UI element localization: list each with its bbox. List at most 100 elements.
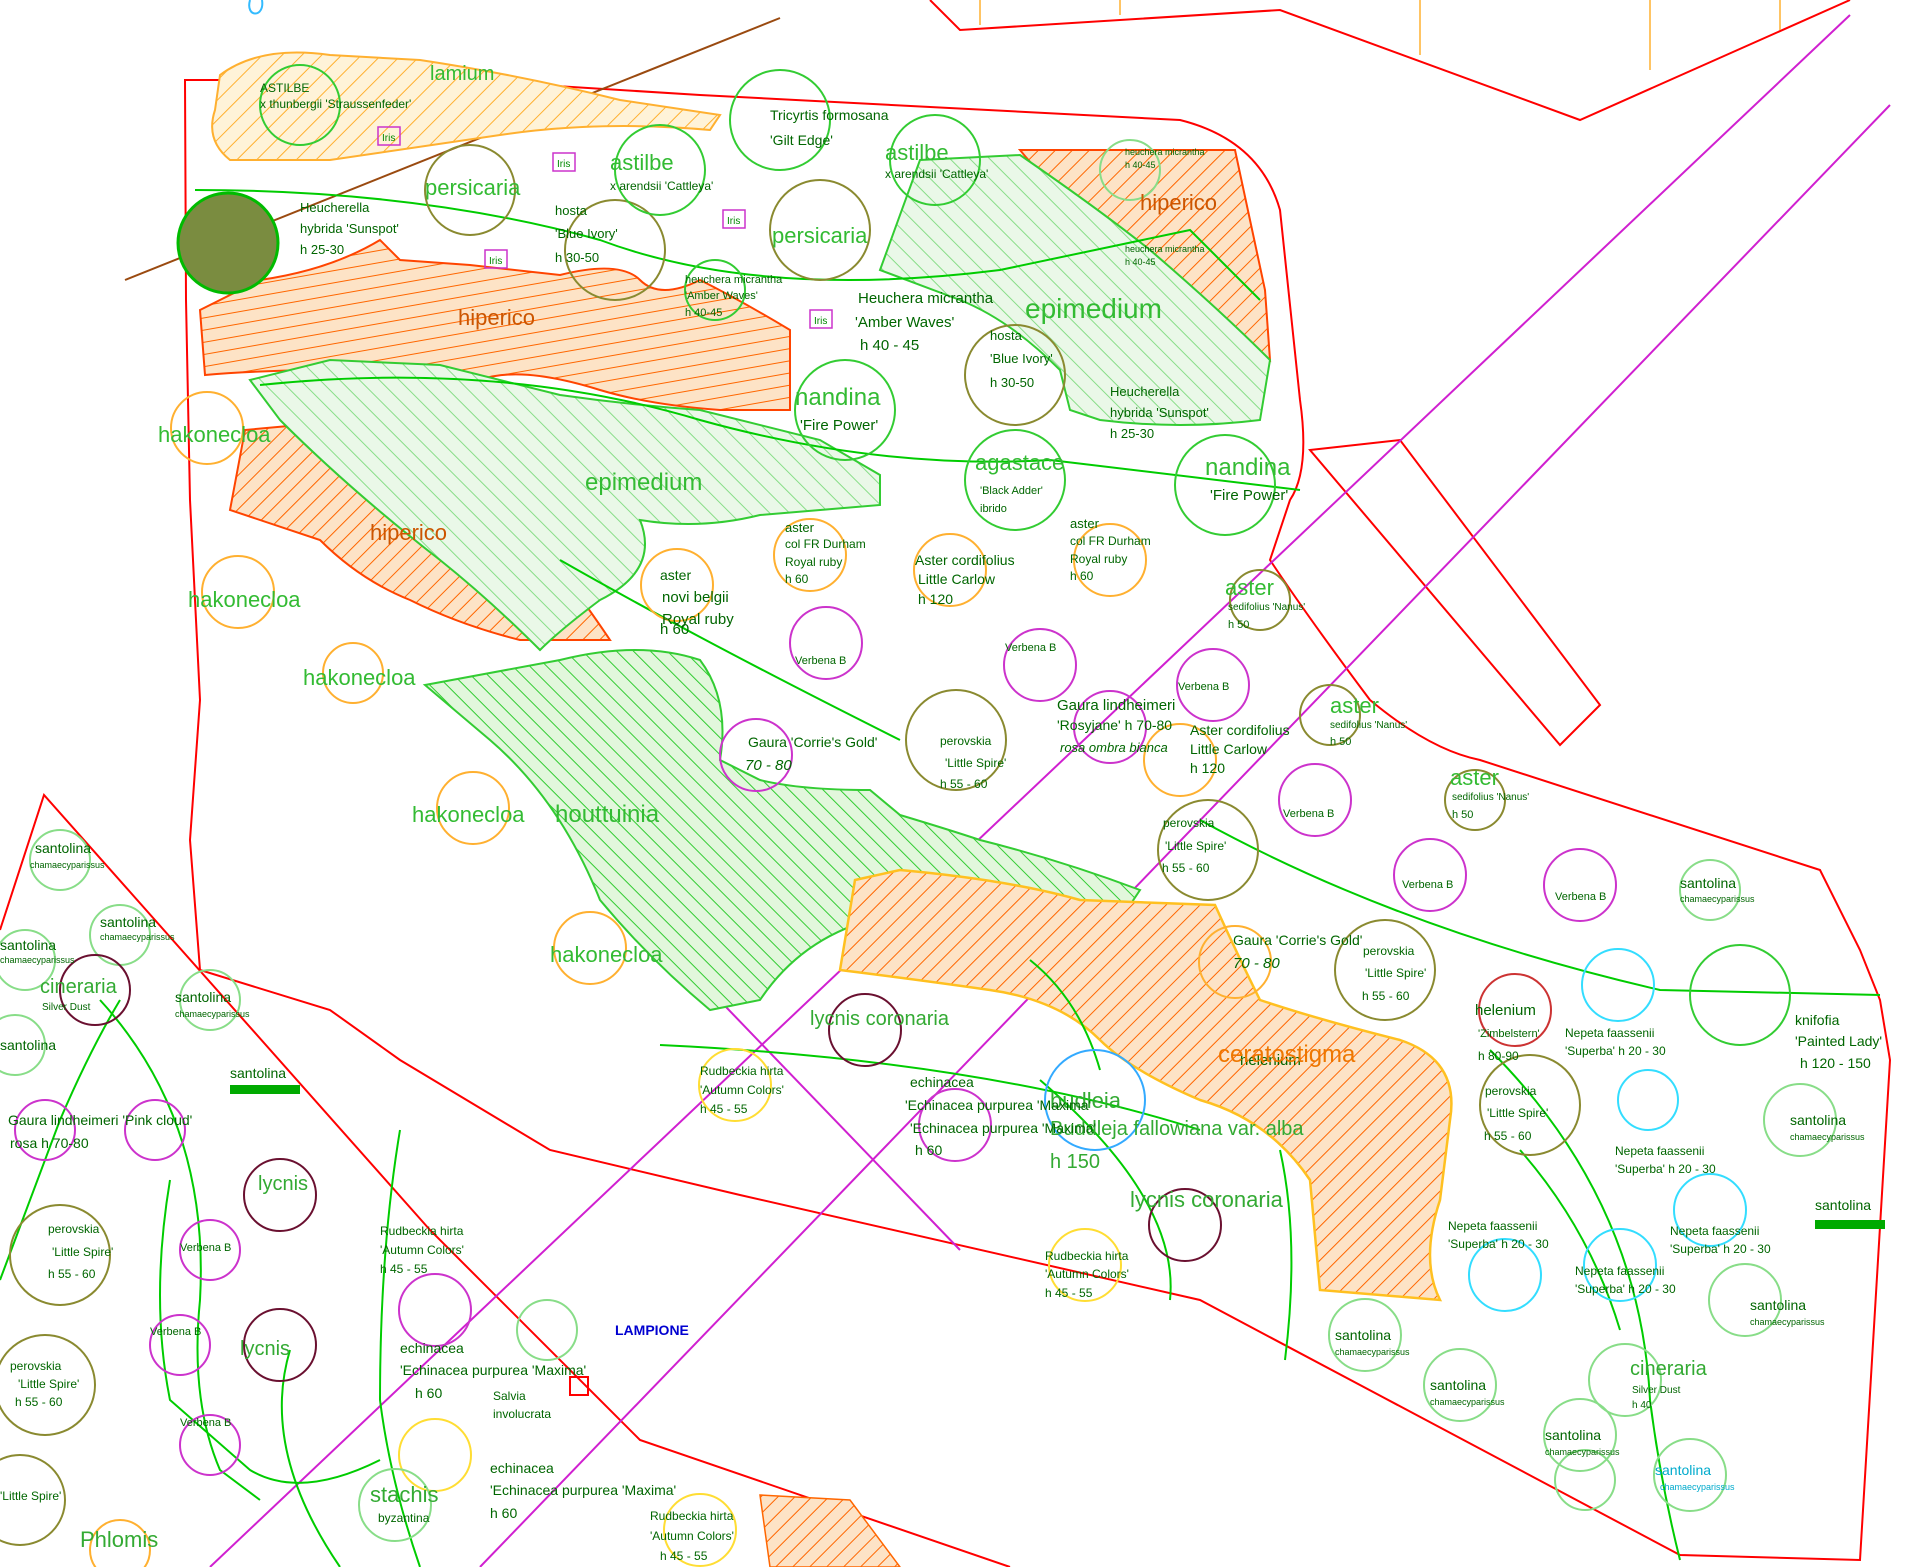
label-aster-height: h 50 [1330,736,1351,748]
label-aster-cordifolius-cultivar: Little Carlow [1190,741,1268,757]
label-aster: aster [1070,516,1100,531]
label-nandina-cultivar: 'Fire Power' [1210,487,1288,504]
label-aster-height: h 50 [1228,619,1249,631]
label-cineraria-height: h 40 [1632,1400,1652,1411]
label-hakonechloa: hakonecloa [188,587,301,612]
label-nepeta-cultivar: 'Superba' h 20 - 30 [1615,1162,1716,1176]
plant-labels: lamium ASTILBE x thunbergii 'Straussenfe… [0,63,1882,1563]
label-rudbeckia: Rudbeckia hirta [380,1224,464,1238]
label-perovskia-height: h 55 - 60 [48,1267,96,1281]
label-gaura-lindheimeri-cultivar: 'Rosyjane' h 70-80 [1057,717,1172,733]
guide-curves [0,189,1881,1567]
label-santolina: santolina [1655,1462,1711,1478]
label-iris: Iris [727,216,740,227]
label-aster-col: col FR Durham [785,537,866,551]
label-hakonechloa: hakonecloa [303,665,416,690]
label-nepeta-cultivar: 'Superba' h 20 - 30 [1448,1237,1549,1251]
label-rudbeckia-cultivar: 'Autumn Colors' [1045,1267,1129,1281]
label-santolina-species: chamaecyparissus [1335,1347,1410,1357]
label-aster: aster [1450,765,1499,790]
label-santolina: santolina [1680,875,1736,891]
label-echinacea-height: h 60 [915,1142,942,1158]
label-aster-cordifolius-cultivar: Little Carlow [918,571,996,587]
label-aster-sedifolius: sedifolius 'Nanus' [1228,602,1305,613]
label-rudbeckia: Rudbeckia hirta [650,1509,734,1523]
label-kniphofia-cultivar: 'Painted Lady' [1795,1033,1882,1049]
label-lychnis-coronaria: lycnis coronaria [1130,1187,1284,1212]
label-lamium: lamium [430,63,494,85]
label-gaura-pink: Gaura lindheimeri 'Pink cloud' [8,1112,192,1128]
label-hosta-cultivar: 'Blue Ivory' [555,226,618,241]
label-hakonechloa: hakonecloa [412,802,525,827]
label-perovskia: perovskia [48,1222,100,1236]
label-astilbe-thunbergii: ASTILBE [260,81,309,95]
label-kniphofia: knifofia [1795,1012,1840,1028]
label-rudbeckia: Rudbeckia hirta [700,1064,784,1078]
label-verbena: Verbena B [150,1326,201,1338]
label-verbena: Verbena B [1555,891,1606,903]
label-aster-col: col FR Durham [1070,534,1151,548]
label-agastache-hybrid: ibrido [980,503,1007,515]
label-heuchera-height: h 40-45 [685,307,722,319]
label-rudbeckia-cultivar: 'Autumn Colors' [380,1243,464,1257]
label-tricyrtis-cultivar: 'Gilt Edge' [770,132,833,148]
label-stachis-species: byzantina [378,1511,430,1525]
label-perovskia-height: h 55 - 60 [15,1395,63,1409]
label-aster: aster [660,567,691,583]
label-echinacea-height: h 60 [490,1505,517,1521]
label-aster-novi: novi belgii [662,589,729,606]
label-iris: Iris [557,159,570,170]
label-ceratostigma: ceratostigma [1218,1041,1356,1068]
label-echinacea-species: 'Echinacea purpurea 'Maxima' [905,1097,1091,1113]
label-phlomis: Phlomis [80,1527,158,1552]
label-rudbeckia-height: h 45 - 55 [380,1262,428,1276]
label-perovskia-cultivar: 'Little Spire' [945,756,1006,770]
label-lychnis: lycnis [258,1173,308,1195]
label-echinacea: echinacea [400,1340,464,1356]
label-aster-height: h 50 [1452,809,1473,821]
label-salvia: Salvia [493,1389,526,1403]
label-santolina-species: chamaecyparissus [175,1009,250,1019]
label-hakonechloa: hakonecloa [550,942,663,967]
label-cineraria-cultivar: Silver Dust [1632,1385,1681,1396]
label-astilbe-arendsii: x arendsii 'Cattleya' [885,167,988,181]
label-lychnis-coronaria: lycnis coronaria [810,1008,950,1030]
label-aster-sedifolius: sedifolius 'Nanus' [1452,792,1529,803]
label-santolina: santolina [1815,1197,1871,1213]
label-aster-sedifolius: sedifolius 'Nanus' [1330,720,1407,731]
label-hiperico: hiperico [370,520,447,545]
label-nepeta: Nepeta faassenii [1575,1264,1664,1278]
label-salvia-species: involucrata [493,1407,551,1421]
label-aster-novi-cultivar: Royal ruby [662,611,734,628]
label-cineraria: cineraria [1630,1358,1708,1380]
label-aster-cordifolius: Aster cordifolius [915,552,1015,568]
label-nandina: nandina [795,384,881,411]
label-aster-col-cultivar: Royal ruby [785,555,842,569]
label-nepeta-cultivar: 'Superba' h 20 - 30 [1575,1282,1676,1296]
label-cineraria: cineraria [40,976,118,998]
label-perovskia-cultivar: 'Little Spire' [0,1489,61,1503]
label-santolina-species: chamaecyparissus [1430,1397,1505,1407]
label-rudbeckia-cultivar: 'Autumn Colors' [650,1529,734,1543]
label-aster-cordifolius-height: h 120 [918,591,953,607]
label-perovskia-cultivar: 'Little Spire' [18,1377,79,1391]
label-cineraria-cultivar: Silver Dust [42,1002,91,1013]
label-santolina: santolina [0,1037,56,1053]
label-heuchera-small-height: h 40-45 [1125,160,1156,170]
label-verbena: Verbena B [795,655,846,667]
label-perovskia: perovskia [10,1359,62,1373]
label-hiperico: hiperico [458,305,535,330]
label-perovskia-height: h 55 - 60 [940,777,988,791]
label-hiperico: hiperico [1140,190,1217,215]
label-heucherella-height: h 25-30 [1110,426,1154,441]
label-echinacea-height: h 60 [415,1385,442,1401]
main-bed-border [183,79,1892,1562]
label-heucherella-height: h 25-30 [300,242,344,257]
label-santolina: santolina [1790,1112,1846,1128]
label-heucherella-cultivar: hybrida 'Sunspot' [1110,405,1209,420]
label-santolina-species: chamaecyparissus [1680,894,1755,904]
label-perovskia-cultivar: 'Little Spire' [1365,966,1426,980]
label-perovskia-cultivar: 'Little Spire' [1487,1106,1548,1120]
label-lampione: LAMPIONE [615,1322,689,1338]
